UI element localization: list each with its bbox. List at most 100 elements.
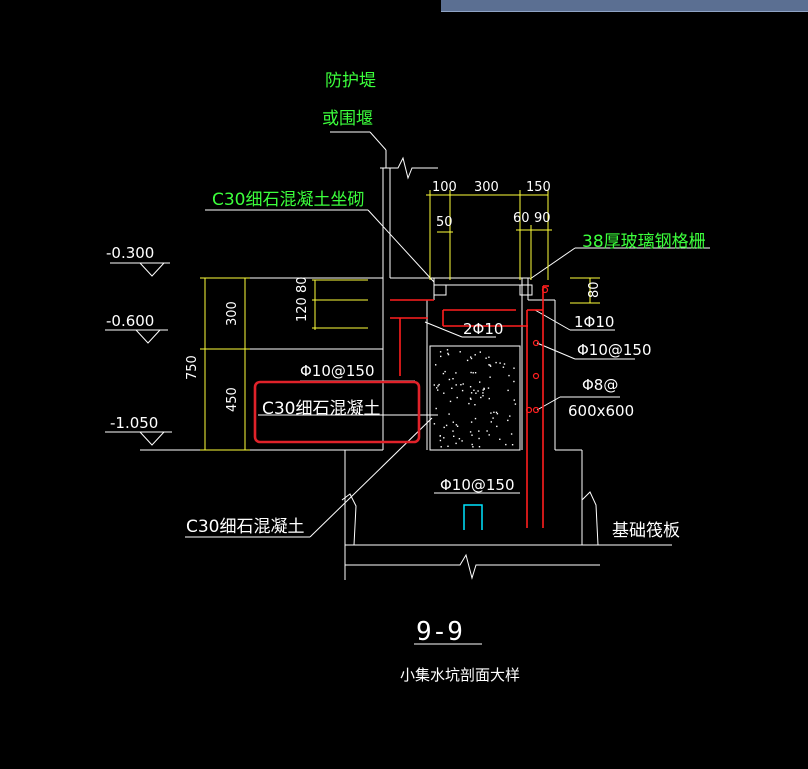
speckle-dot [477, 390, 479, 392]
speckle-dot [466, 359, 469, 362]
speckle-dot [511, 444, 514, 446]
speckle-dot [488, 364, 490, 366]
speckle-dot [507, 419, 509, 422]
speckle-dot [469, 431, 472, 433]
speckle-dot [502, 366, 505, 368]
speckle-dot [490, 421, 492, 423]
label-c30-seat: C30细石混凝土坐砌 [212, 190, 365, 210]
dim-100: 100 [432, 180, 457, 195]
speckle-dot [474, 404, 476, 406]
speckle-dot [456, 396, 458, 399]
speckle-dot [489, 364, 491, 366]
speckle-dot [510, 433, 513, 435]
speckle-dot [436, 387, 438, 389]
speckle-dot [470, 392, 473, 394]
drain-symbol [463, 504, 483, 530]
speckle-dot [479, 381, 481, 383]
label-c30-bottom: C30细石混凝土 [186, 517, 305, 537]
speckle-dot [456, 425, 459, 427]
speckle-dot [461, 440, 463, 442]
speckle-dot [440, 446, 442, 448]
speckle-dot [482, 395, 484, 397]
speckle-dot [469, 386, 472, 388]
speckle-dot [514, 403, 517, 405]
speckle-dot [487, 387, 490, 389]
rebar-phi10-150-left: Φ10@150 [300, 362, 375, 380]
dim-50: 50 [436, 215, 453, 230]
white-labels: C30细石混凝土 C30细石混凝土 基础筏板 -0.300 -0.600 -1.… [106, 180, 680, 684]
speckle-dot [449, 400, 452, 403]
speckle-dot [461, 389, 464, 392]
speckle-dot [433, 384, 435, 386]
speckle-dot [492, 417, 494, 419]
speckle-dot [488, 397, 490, 400]
speckle-dot [470, 371, 472, 374]
speckle-dot [482, 392, 484, 394]
speckle-dot [439, 351, 442, 353]
speckle-dot [443, 426, 445, 429]
speckle-dot [443, 392, 445, 394]
top-toolbar-strip [441, 0, 808, 12]
speckle-dot [453, 435, 455, 437]
structure-outline [105, 131, 710, 645]
speckle-dot [447, 445, 449, 447]
dim-450-vertical: 450 [225, 387, 240, 412]
speckle-dot [478, 437, 480, 440]
speckle-dot [474, 417, 477, 420]
highlight-box [253, 380, 421, 444]
speckle-dot [448, 413, 450, 415]
dimension-lines [200, 190, 600, 451]
speckle-dot [488, 434, 490, 436]
speckle-dot [455, 424, 458, 426]
dim-300: 300 [474, 180, 499, 195]
speckle-dot [486, 430, 488, 432]
speckle-dot [473, 389, 475, 391]
dim-750: 750 [185, 355, 200, 380]
elevation-e2: -0.600 [106, 312, 154, 330]
rebar-phi10-150-right: Φ10@150 [577, 341, 652, 359]
speckle-dot [470, 421, 473, 423]
speckle-dot [452, 421, 454, 423]
speckle-dot [458, 438, 461, 440]
speckle-dot [513, 399, 515, 401]
green-labels: 防护堤 或围堰 C30细石混凝土坐砌 38厚玻璃钢格栅 [212, 71, 706, 252]
speckle-dot [462, 383, 464, 385]
speckle-dot [505, 443, 507, 446]
speckle-dot [437, 389, 439, 391]
speckle-dot [439, 435, 441, 437]
speckle-dot [493, 411, 495, 413]
dim-80: 80 [587, 281, 602, 298]
speckle-dot [433, 423, 436, 425]
speckle-dot [459, 351, 461, 353]
speckle-dot [479, 351, 481, 353]
speckle-dot [455, 442, 457, 445]
speckle-dot [483, 387, 485, 390]
speckle-dot [437, 385, 439, 387]
speckle-dot [452, 430, 454, 432]
speckle-dot [474, 354, 476, 356]
speckle-dot [490, 412, 492, 414]
speckle-dot [474, 372, 477, 374]
speckle-dot [485, 357, 487, 359]
dim-60: 60 [513, 211, 530, 226]
speckle-dot [440, 355, 442, 358]
speckle-dot [448, 378, 451, 381]
speckle-dot [442, 372, 445, 375]
speckle-dot [489, 376, 491, 378]
speckle-dot [445, 424, 448, 427]
speckle-dot [472, 372, 474, 374]
speckle-dot [508, 374, 510, 377]
speckle-dot [475, 392, 477, 394]
speckle-dot [471, 434, 473, 436]
speckle-dot [435, 364, 437, 366]
speckle-dot [482, 389, 484, 391]
speckle-dot [447, 353, 450, 356]
rebar-lines [390, 285, 549, 528]
speckle-dot [469, 397, 472, 399]
dim-150: 150 [526, 180, 551, 195]
speckle-dot [455, 384, 457, 386]
section-title: 小集水坑剖面大样 [400, 666, 520, 684]
speckle-dot [507, 389, 509, 392]
speckle-dot [451, 387, 453, 389]
